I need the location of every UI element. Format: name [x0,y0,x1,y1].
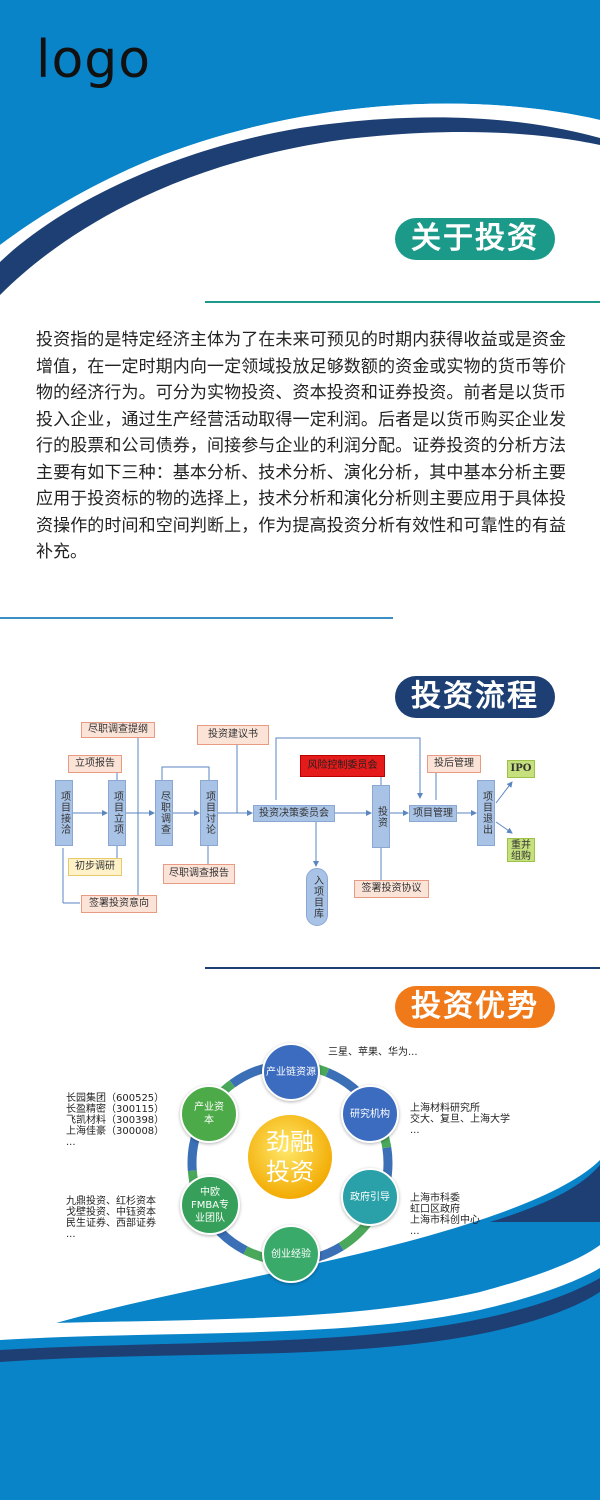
node-research: 研究机构 [341,1085,399,1143]
step-manage: 项目管理 [409,805,457,822]
doc-research: 初步调研 [68,858,122,876]
section-divider [0,617,393,619]
step-diligence: 尽职调查 [155,780,173,846]
process-title: 投资流程 [395,676,555,718]
node-government: 政府引导 [341,1168,399,1226]
logo: logo [36,30,152,90]
node-industry-chain: 产业链资源 [262,1043,320,1101]
doc-dd-outline: 尽职调查提纲 [81,722,155,738]
about-title: 关于投资 [395,218,555,260]
doc-proposal: 投资建议书 [197,725,269,745]
center-brand: 劲融投资 [266,1128,314,1186]
note-right-1: 上海材料研究所 交大、复旦、上海大学 ... [410,1103,510,1136]
advantage-title: 投资优势 [395,986,555,1028]
note-right-2: 上海市科委 虹口区政府 上海市科创中心 ... [410,1193,480,1237]
doc-dd-report: 尽职调查报告 [163,864,235,884]
step-committee: 投资决策委员会 [253,805,335,822]
doc-intent: 签署投资意向 [81,895,157,913]
about-body: 投资指的是特定经济主体为了在未来可预见的时期内获得收益或是资金增值，在一定时期内… [36,330,566,562]
doc-agreement: 签署投资协议 [354,880,429,898]
node-startup: 创业经验 [262,1225,320,1283]
step-invest: 投资 [372,785,390,848]
section-divider [205,301,600,303]
doc-project-report: 立项报告 [68,755,122,773]
step-discuss: 项目讨论 [200,780,218,846]
exit-ipo: IPO [507,760,535,778]
step-contact: 项目接洽 [55,780,73,846]
doc-post-mgmt: 投后管理 [427,755,481,773]
note-left-1: 长园集团（600525） 长盈精密（300115） 飞凯材料（300398） 上… [66,1093,165,1148]
section-divider [205,967,600,969]
step-approve: 项目立项 [108,780,126,846]
exit-merge: 重并组购 [507,838,535,862]
note-top: 三星、苹果、华为... [328,1047,418,1058]
doc-risk-committee: 风险控制委员会 [300,755,385,777]
note-left-2: 九鼎投资、红杉资本 戈壁投资、中钰资本 民生证券、西部证券 ... [66,1196,156,1240]
node-fmba: 中欧FMBA专业团队 [180,1175,240,1235]
step-library: 入项目库 [306,868,328,926]
step-exit: 项目退出 [477,780,495,846]
node-capital: 产业资本 [180,1085,238,1143]
